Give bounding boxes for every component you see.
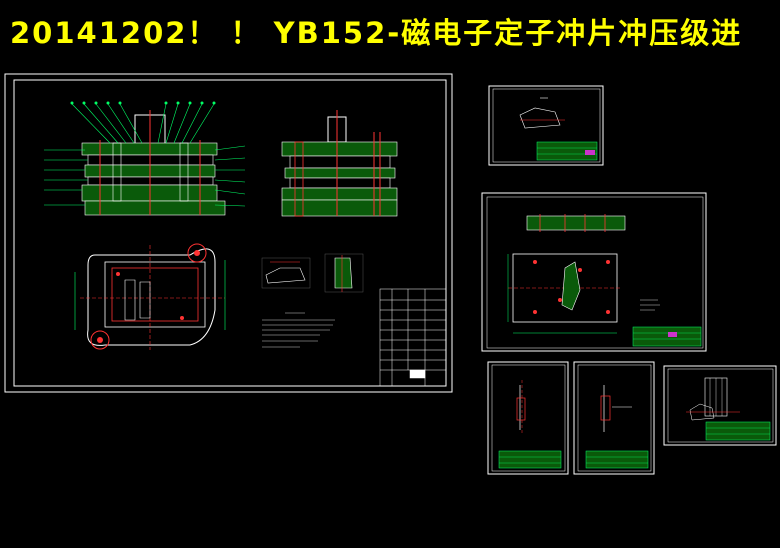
sheet-main-assembly[interactable] [4,73,453,393]
drawing-title: 20141202！ ！ YB152-磁电子定子冲片冲压级进 [10,16,743,50]
sheet-part-detail-right[interactable] [663,365,777,446]
front-section-view [44,101,246,216]
detail-sketches [261,253,364,293]
technical-notes [262,312,335,348]
side-section-view [281,110,398,217]
sheet-die-plate-detail[interactable] [481,192,707,352]
sheet-punch-detail-1[interactable] [487,361,569,475]
plan-view [74,243,226,350]
sheet-punch-detail-2[interactable] [573,361,655,475]
sheet-small-detail-top[interactable] [488,85,604,166]
title-block [379,288,447,387]
